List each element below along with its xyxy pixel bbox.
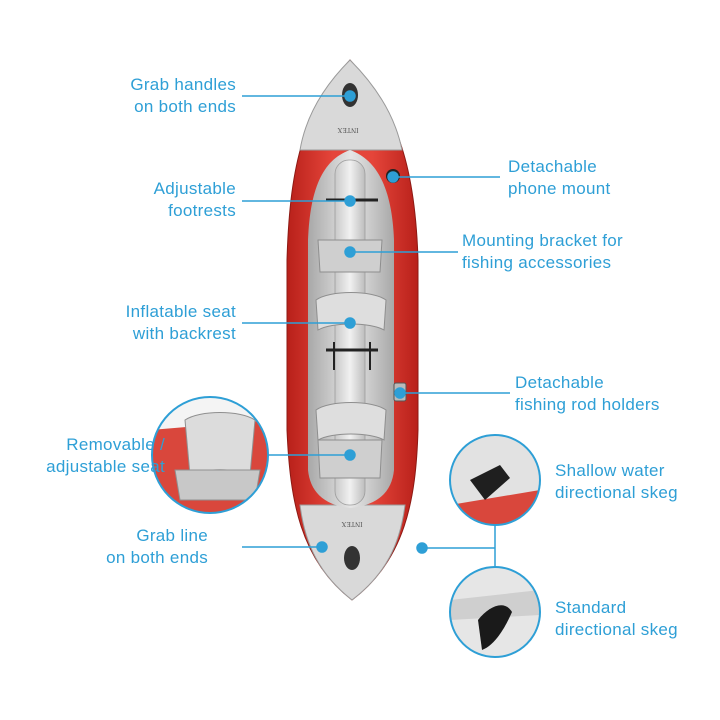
label-rod-holders: Detachable fishing rod holders (515, 373, 660, 414)
label-footrests: Adjustable footrests (153, 179, 236, 220)
dot-rod-holders (394, 387, 406, 399)
dot-footrests (344, 195, 356, 207)
label-grab-handles: Grab handles on both ends (130, 75, 236, 116)
standard-skeg-circle (449, 566, 541, 658)
stern-brand-mark: INTEX (342, 520, 363, 528)
label-phone-mount: Detachable phone mount (508, 157, 611, 198)
label-shallow-skeg: Shallow water directional skeg (555, 461, 678, 502)
label-removable-seat: Removable / adjustable seat (46, 435, 165, 476)
dot-removable-seat (344, 449, 356, 461)
label-standard-skeg: Standard directional skeg (555, 598, 678, 639)
bow-brand-mark: INTEX (338, 126, 359, 134)
dot-mounting-bracket (344, 246, 356, 258)
dot-grab-line (316, 541, 328, 553)
shallow-skeg-circle (449, 434, 541, 526)
label-inflatable-seat: Inflatable seat with backrest (125, 302, 236, 343)
dot-grab-handles (344, 90, 356, 102)
callout-leaders (242, 90, 510, 567)
dot-phone-mount (387, 171, 399, 183)
dot-inflatable-seat (344, 317, 356, 329)
dot-skeg (416, 542, 428, 554)
kayak-hull (286, 59, 419, 601)
seat-detail-circle (151, 396, 269, 514)
label-mounting-bracket: Mounting bracket for fishing accessories (462, 231, 623, 272)
label-grab-line: Grab line on both ends (106, 526, 208, 567)
